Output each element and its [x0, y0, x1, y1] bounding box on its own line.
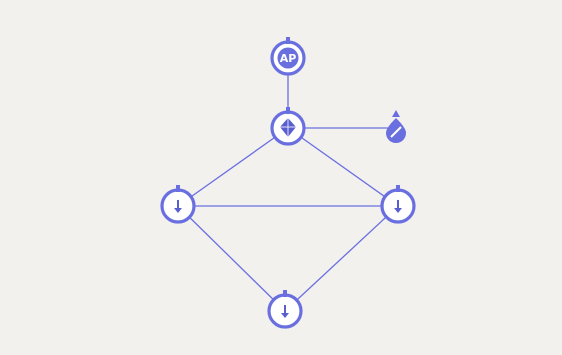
link-root-right — [287, 127, 399, 207]
down-arrow-icon — [281, 305, 289, 318]
access-point-node[interactable]: AP — [270, 37, 306, 76]
down-arrow-icon — [174, 200, 182, 213]
external-device[interactable] — [386, 110, 406, 143]
node-right[interactable] — [380, 185, 416, 224]
down-arrow-icon — [394, 200, 402, 213]
sensor-drop-icon — [386, 110, 406, 143]
root-node[interactable] — [270, 107, 306, 146]
node-left[interactable] — [160, 185, 196, 224]
link-root-left — [177, 127, 289, 207]
access-point-label: AP — [280, 52, 297, 65]
links-layer — [177, 70, 399, 312]
access-point-icon — [277, 47, 299, 69]
router-hub-icon — [280, 118, 296, 137]
link-left-bottom — [177, 205, 286, 312]
node-bottom[interactable] — [267, 290, 303, 329]
link-right-bottom — [284, 205, 399, 312]
